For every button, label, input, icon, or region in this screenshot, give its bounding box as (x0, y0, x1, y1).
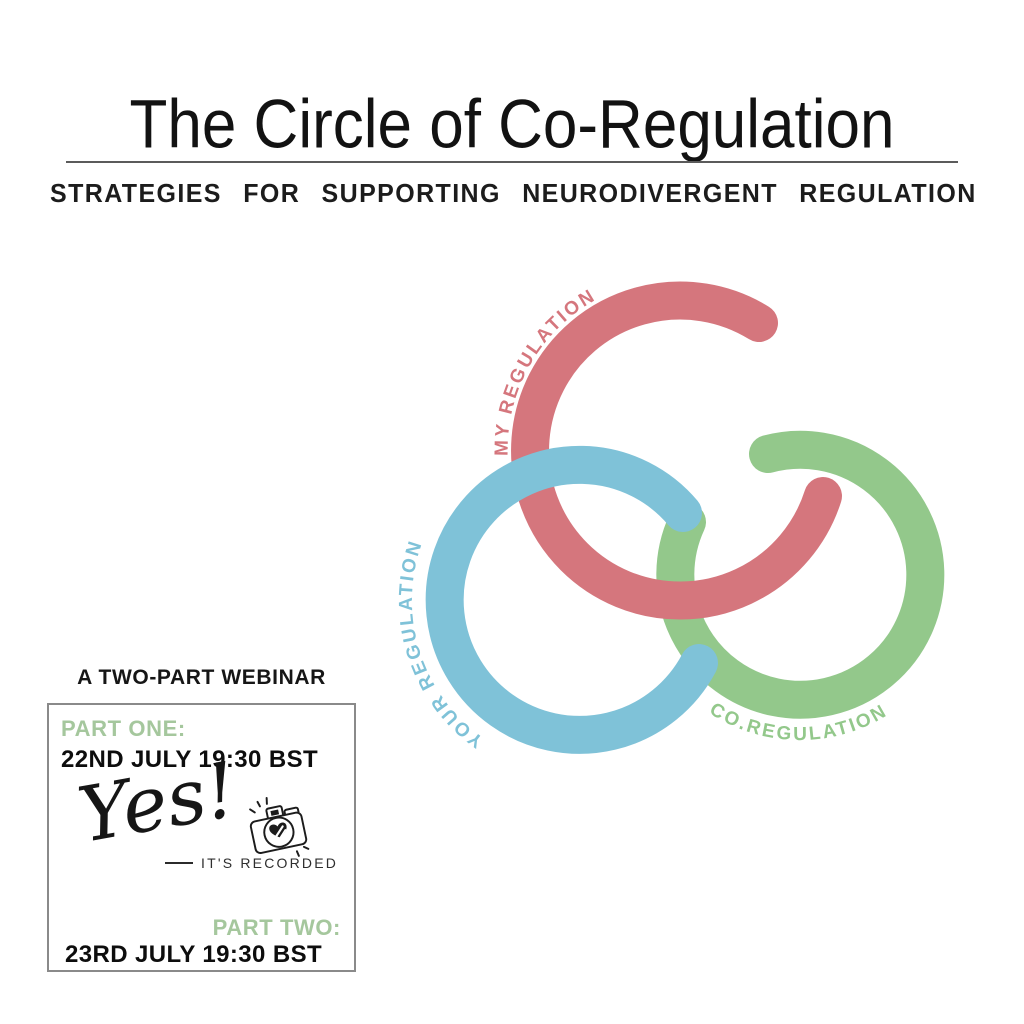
recorded-row: IT'S RECORDED (165, 855, 338, 871)
yes-script: Yes! (71, 744, 243, 860)
poster-title: The Circle of Co-Regulation (129, 86, 895, 163)
part-one-label: PART ONE: (61, 716, 186, 741)
schedule-card: PART ONE: 22ND JULY 19:30 BST Yes! (47, 703, 356, 972)
dash-line (165, 862, 193, 864)
co-regulation-rings-diagram: MY REGULATION YOUR REGULATION CO.REGULAT… (396, 281, 945, 754)
part-one-datetime: 22ND JULY 19:30 BST (61, 746, 319, 773)
title-divider (66, 161, 958, 163)
part-two-datetime: 23RD JULY 19:30 BST (65, 941, 323, 968)
poster-subtitle: STRATEGIES FOR SUPPORTING NEURODIVERGENT… (50, 179, 977, 209)
camera-heart-icon (249, 796, 310, 857)
recorded-note: IT'S RECORDED (201, 855, 339, 871)
your-regulation-ring (425, 445, 718, 754)
part-two-label: PART TWO: (212, 915, 341, 940)
my-regulation-ring (511, 281, 842, 620)
webinar-heading: A TWO-PART WEBINAR (77, 666, 326, 689)
co-regulation-ring (656, 430, 945, 719)
